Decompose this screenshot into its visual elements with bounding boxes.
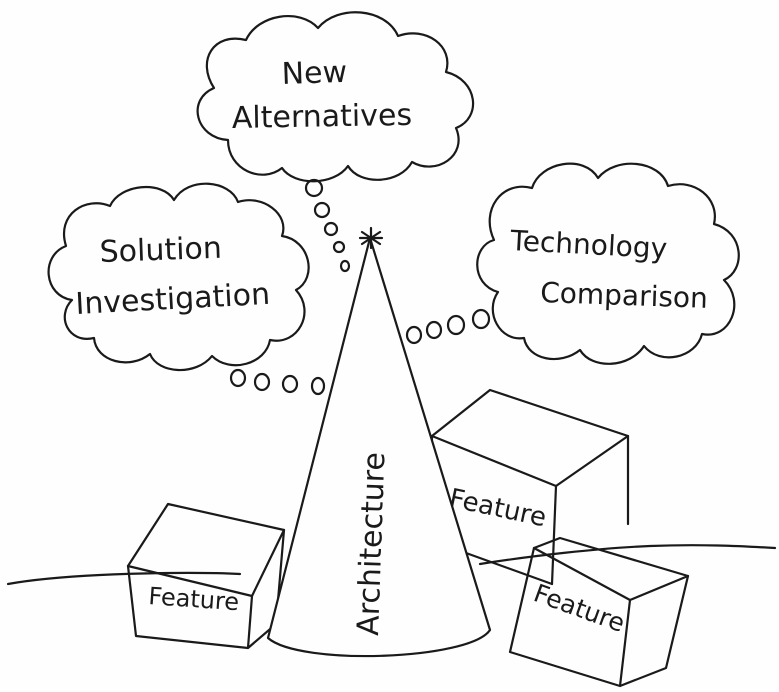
thought-bubbles-right xyxy=(405,308,491,345)
thought-bubble xyxy=(446,314,466,336)
box-outline xyxy=(430,388,630,488)
feature-label: Feature xyxy=(148,582,240,616)
cloud-new-alternatives: New Alternatives xyxy=(196,11,475,183)
architecture-cone: Architecture xyxy=(266,226,492,658)
thought-bubble xyxy=(313,201,331,219)
cloud-title-line1: Technology xyxy=(509,224,668,265)
thought-bubble xyxy=(471,308,491,330)
thought-bubble xyxy=(323,221,339,237)
thought-bubble xyxy=(253,372,271,392)
thought-bubble xyxy=(304,178,324,198)
cloud-outline xyxy=(476,162,740,365)
cone-star-icon xyxy=(358,226,384,250)
feature-box-left: Feature xyxy=(126,502,286,650)
ground-line xyxy=(6,544,777,586)
thought-bubble xyxy=(229,368,247,388)
cone-label: Architecture xyxy=(351,451,392,636)
cloud-title-line2: Alternatives xyxy=(232,98,413,136)
cloud-technology-comparison: Technology Comparison xyxy=(476,162,740,365)
cloud-title-line1: Solution xyxy=(99,231,222,270)
cone-outline xyxy=(266,236,492,658)
thought-bubble xyxy=(281,374,299,394)
cloud-title-line2: Comparison xyxy=(540,276,709,315)
box-outline xyxy=(508,546,690,688)
cloud-solution-investigation: Solution Investigation xyxy=(47,182,310,372)
cone-fill xyxy=(268,238,490,657)
thought-bubbles-left xyxy=(229,368,326,396)
cloud-outline xyxy=(47,182,310,372)
feature-label: Feature xyxy=(530,578,629,638)
thought-bubbles-top xyxy=(304,178,351,273)
thought-bubble xyxy=(425,320,443,340)
thought-bubble xyxy=(332,240,346,254)
cloud-title-line1: New xyxy=(281,55,348,92)
feature-box-front-right: Feature xyxy=(508,536,690,688)
feature-label: Feature xyxy=(447,484,549,534)
thought-bubble xyxy=(339,259,351,273)
cloud-outline xyxy=(196,11,475,183)
cloud-title-line2: Investigation xyxy=(75,277,271,322)
thought-bubble xyxy=(405,325,423,345)
thought-bubble xyxy=(310,376,326,396)
